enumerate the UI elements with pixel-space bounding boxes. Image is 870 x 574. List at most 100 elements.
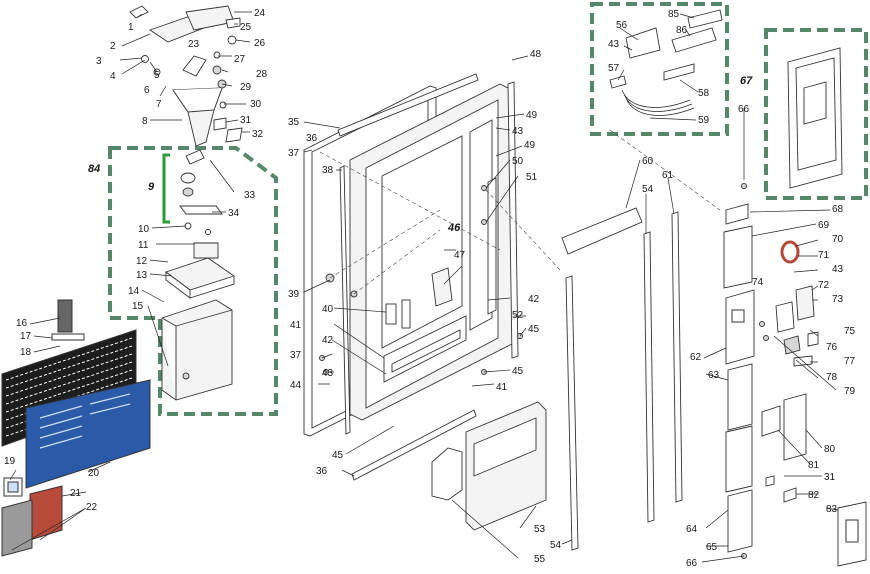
- callout-68: 68: [832, 204, 844, 215]
- callout-76: 76: [826, 342, 838, 353]
- callout-41: 41: [290, 320, 302, 331]
- callout-69: 69: [818, 220, 830, 231]
- callout-40: 40: [322, 304, 334, 315]
- control-panel-parts: [723, 47, 867, 567]
- callout-50: 50: [512, 156, 524, 167]
- callout-44: 44: [290, 380, 302, 391]
- callout-83: 83: [826, 504, 838, 515]
- callout-67: 67: [740, 75, 753, 87]
- callout-86: 86: [676, 25, 688, 36]
- callout-71: 71: [818, 250, 830, 261]
- callout-35: 35: [288, 117, 300, 128]
- callout-12: 12: [136, 256, 148, 267]
- callout-82: 82: [808, 490, 820, 501]
- assembly-84-outline: [108, 146, 278, 416]
- callout-3: 3: [96, 56, 102, 67]
- callout-72: 72: [818, 280, 830, 291]
- callout-7: 7: [156, 99, 162, 110]
- callout-48: 48: [530, 49, 542, 60]
- door-frame-assembly: [303, 73, 523, 481]
- callout-45: 45: [332, 450, 344, 461]
- callout-60: 60: [642, 156, 654, 167]
- callout-34: 34: [228, 208, 240, 219]
- callout-31b: 31: [824, 472, 836, 483]
- callout-36b: 36: [316, 466, 328, 477]
- callout-84: 84: [88, 163, 100, 175]
- callout-14: 14: [128, 286, 140, 297]
- callout-79: 79: [844, 386, 856, 397]
- callout-17: 17: [20, 331, 32, 342]
- callout-54b: 54: [550, 540, 562, 551]
- callout-62: 62: [690, 352, 702, 363]
- callout-77: 77: [844, 356, 856, 367]
- callout-33: 33: [244, 190, 256, 201]
- callout-36: 36: [306, 133, 318, 144]
- callout-22: 22: [86, 502, 98, 513]
- callout-42b: 42: [528, 294, 540, 305]
- callout-85: 85: [668, 9, 680, 20]
- callout-78: 78: [826, 372, 838, 383]
- callout-75: 75: [844, 326, 856, 337]
- callout-32: 32: [252, 129, 264, 140]
- cable-harness-parts: [609, 9, 723, 116]
- callout-4: 4: [110, 71, 116, 82]
- callout-66: 66: [738, 104, 750, 115]
- callout-47: 47: [454, 250, 466, 261]
- callout-80: 80: [824, 444, 836, 455]
- callout-11: 11: [138, 240, 149, 251]
- callout-43b: 43: [512, 126, 524, 137]
- callout-25: 25: [240, 22, 252, 33]
- callout-2: 2: [110, 41, 116, 52]
- callout-16: 16: [16, 318, 28, 329]
- callout-10: 10: [138, 224, 150, 235]
- callout-8: 8: [142, 116, 148, 127]
- front-cover-parts: [431, 207, 683, 551]
- callout-45c: 45: [512, 366, 524, 377]
- callout-56: 56: [616, 20, 628, 31]
- callout-42: 42: [322, 335, 334, 346]
- callout-38: 38: [322, 165, 334, 176]
- callout-53: 53: [534, 524, 546, 535]
- callout-30: 30: [250, 99, 262, 110]
- callout-63: 63: [708, 370, 720, 381]
- callout-55: 55: [534, 554, 546, 565]
- callout-19: 19: [4, 456, 16, 467]
- coin-hopper-parts: [129, 5, 243, 401]
- callout-59: 59: [698, 115, 710, 126]
- group-9-bracket: [162, 153, 170, 224]
- callout-51: 51: [526, 172, 538, 183]
- callout-64: 64: [686, 524, 698, 535]
- callout-24: 24: [254, 8, 266, 19]
- callout-73: 73: [832, 294, 844, 305]
- callout-54: 54: [642, 184, 654, 195]
- callout-27: 27: [234, 54, 246, 65]
- assembly-59-outline: [590, 2, 729, 136]
- callout-15: 15: [132, 301, 144, 312]
- leader-lines: [9, 11, 839, 563]
- callout-74: 74: [752, 277, 764, 288]
- callout-41b: 41: [496, 382, 508, 393]
- callout-43c: 43: [608, 39, 620, 50]
- callout-43d: 43: [832, 264, 844, 275]
- callout-31: 31: [240, 115, 252, 126]
- callout-37b: 37: [290, 350, 302, 361]
- callout-57: 57: [608, 63, 620, 74]
- callout-81: 81: [808, 460, 820, 471]
- callout-61: 61: [662, 170, 674, 181]
- callout-43: 43: [322, 368, 334, 379]
- callout-1: 1: [128, 22, 134, 33]
- callout-18: 18: [20, 347, 32, 358]
- callout-49b: 49: [524, 140, 536, 151]
- callout-9: 9: [148, 181, 155, 193]
- callout-6: 6: [144, 85, 150, 96]
- callout-20: 20: [88, 468, 100, 479]
- callout-52: 52: [512, 310, 524, 321]
- front-grille-panels: [1, 299, 151, 557]
- callout-37: 37: [288, 148, 300, 159]
- callout-66b: 66: [686, 558, 698, 569]
- callout-58: 58: [698, 88, 710, 99]
- callout-26: 26: [254, 38, 266, 49]
- callout-45b: 45: [528, 324, 540, 335]
- callout-29: 29: [240, 82, 252, 93]
